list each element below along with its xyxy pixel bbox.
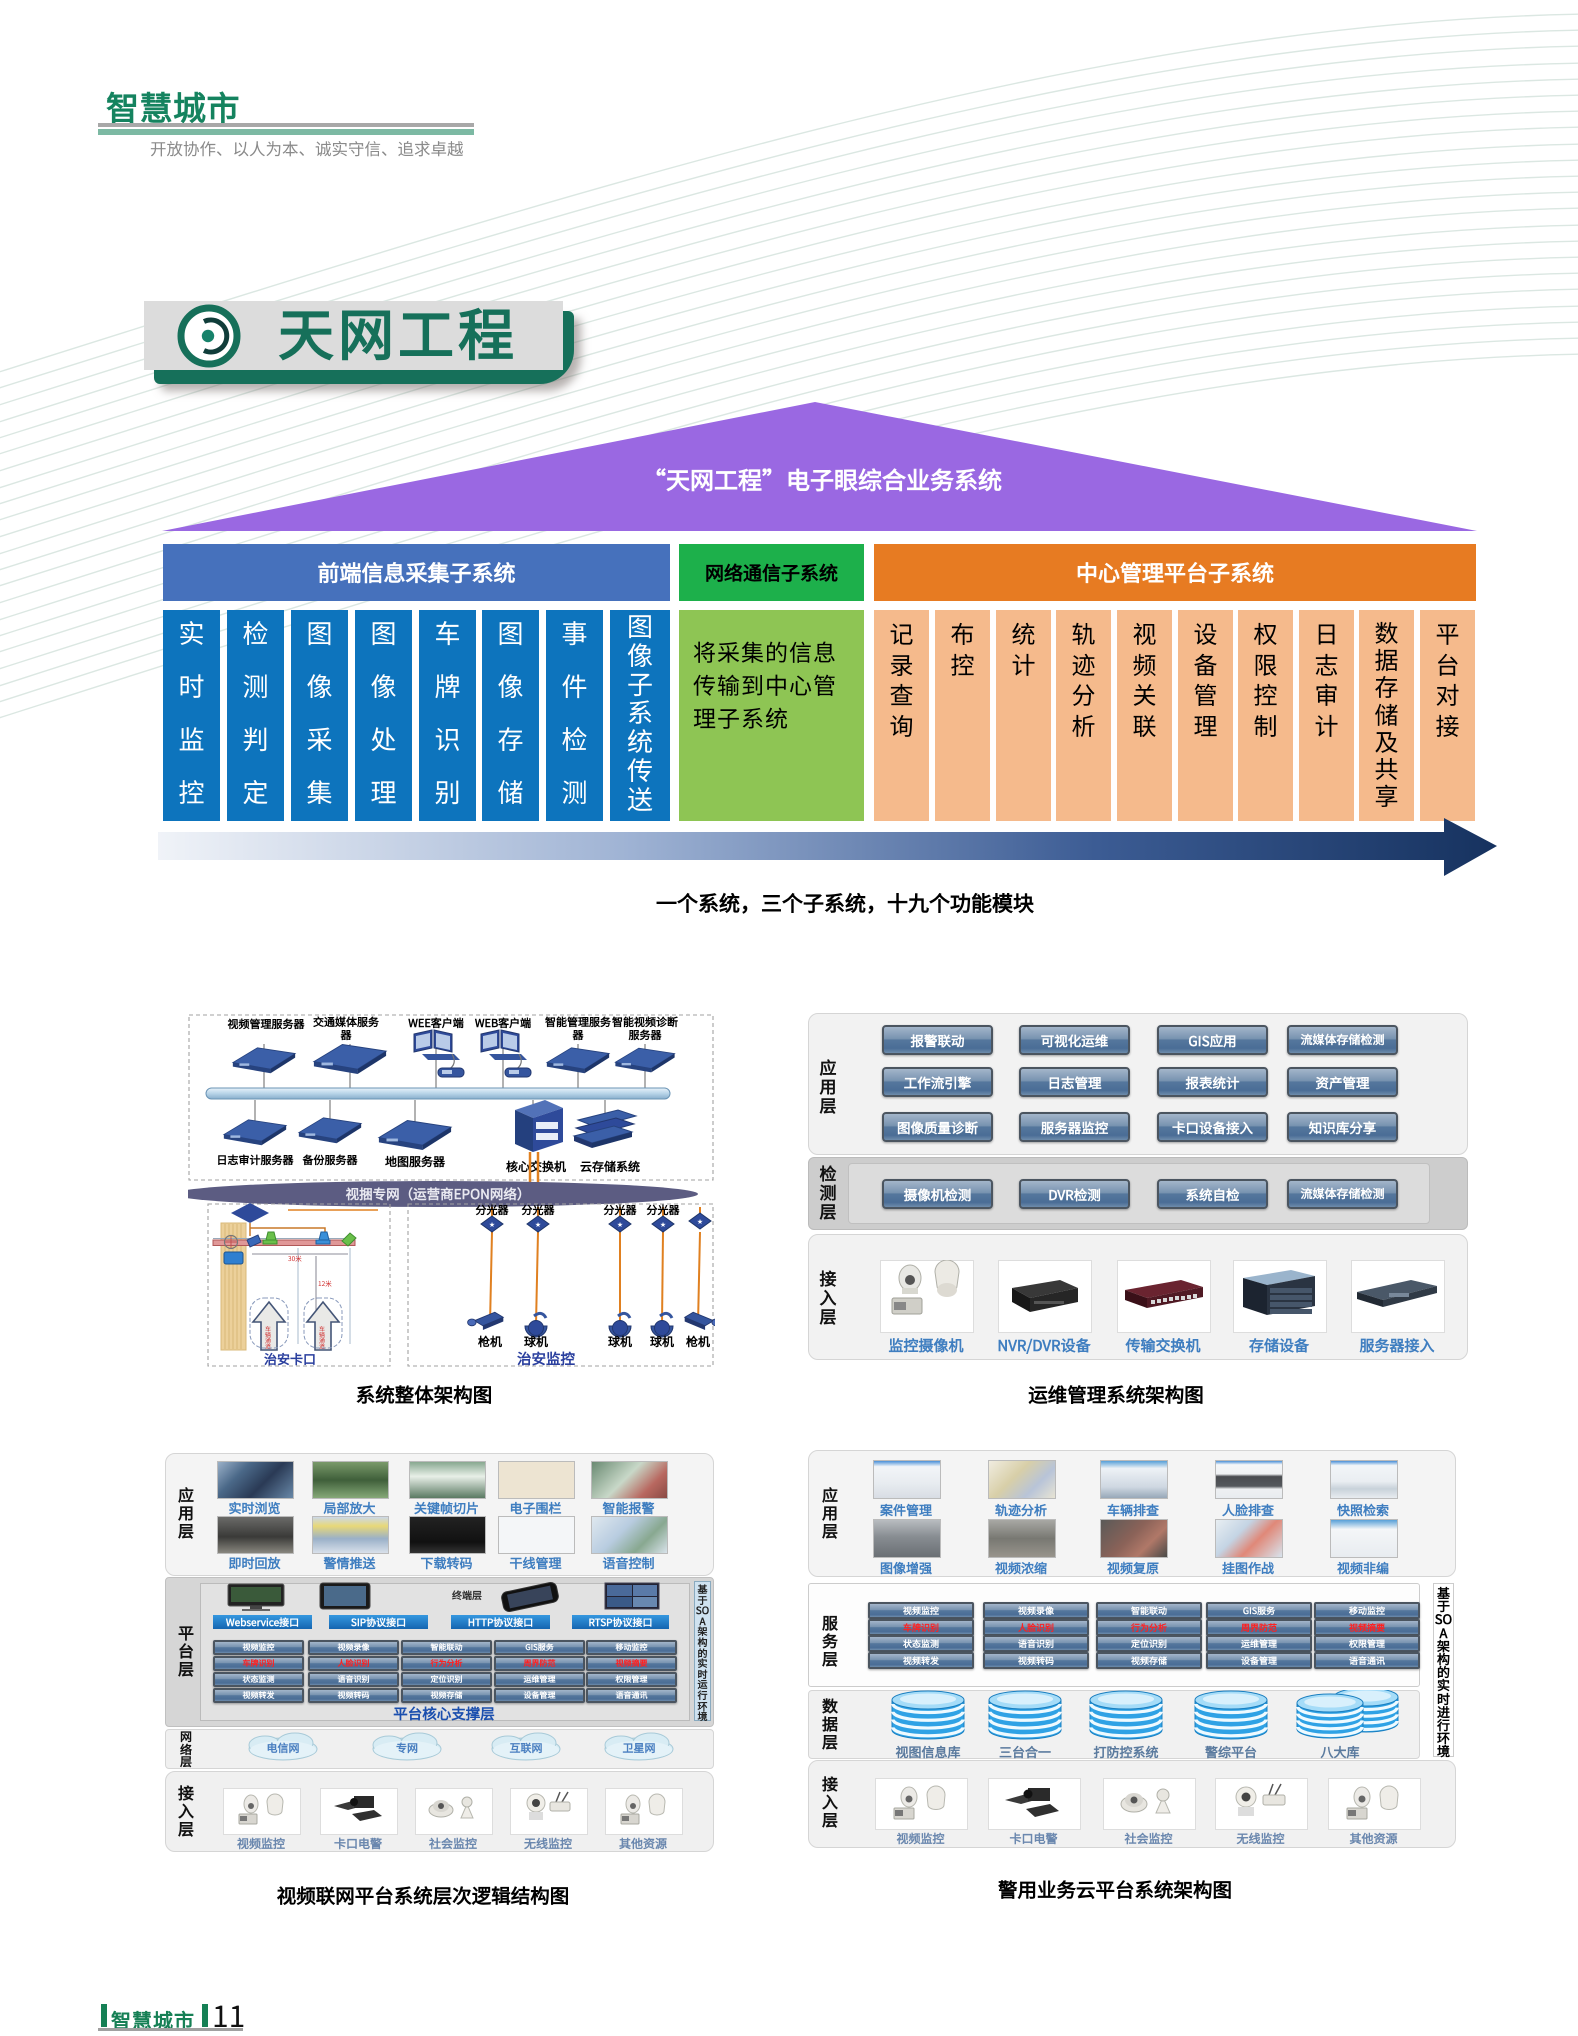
svg-text:终端层: 终端层 — [451, 1587, 482, 1602]
svg-text:专网: 专网 — [396, 1740, 418, 1756]
svg-text:服务器: 服务器 — [629, 1027, 663, 1043]
svg-text:器: 器 — [572, 1027, 585, 1043]
svg-text:分光器: 分光器 — [522, 1202, 556, 1218]
svg-text:WEB客户端: WEB客户端 — [475, 1015, 531, 1031]
svg-text:视捆专网（运营商EPON网络）: 视捆专网（运营商EPON网络） — [346, 1183, 531, 1203]
svg-text:★: ★ — [660, 1220, 666, 1230]
svg-text:分光器: 分光器 — [647, 1202, 681, 1218]
svg-text:云存储系统: 云存储系统 — [580, 1158, 640, 1175]
svg-text:枪机: 枪机 — [478, 1333, 502, 1350]
svg-text:车辆通道: 车辆通道 — [264, 1325, 273, 1350]
svg-text:30米: 30米 — [288, 1253, 302, 1263]
svg-text:球机: 球机 — [608, 1333, 632, 1350]
svg-text:12米: 12米 — [318, 1278, 332, 1288]
svg-text:器: 器 — [340, 1027, 353, 1043]
svg-text:智能视频诊断: 智能视频诊断 — [611, 1014, 678, 1030]
svg-text:车辆通道: 车辆通道 — [318, 1325, 327, 1350]
svg-text:枪机: 枪机 — [686, 1333, 710, 1350]
svg-text:日志审计服务器: 日志审计服务器 — [217, 1152, 295, 1168]
svg-text:★: ★ — [535, 1220, 541, 1230]
svg-text:WEE客户端: WEE客户端 — [408, 1015, 464, 1031]
svg-text:球机: 球机 — [524, 1333, 548, 1350]
svg-text:备份服务器: 备份服务器 — [302, 1152, 359, 1168]
svg-text:电信网: 电信网 — [267, 1740, 300, 1756]
svg-text:治安监控: 治安监控 — [517, 1348, 575, 1369]
svg-text:互联网: 互联网 — [510, 1740, 543, 1756]
svg-text:★: ★ — [697, 1217, 703, 1227]
svg-text:★: ★ — [489, 1220, 495, 1230]
svg-text:卫星网: 卫星网 — [623, 1740, 656, 1756]
svg-text:核心交换机: 核心交换机 — [506, 1158, 566, 1175]
svg-text:地图服务器: 地图服务器 — [385, 1153, 446, 1170]
svg-text:分光器: 分光器 — [604, 1202, 638, 1218]
svg-text:治安卡口: 治安卡口 — [264, 1349, 316, 1368]
svg-text:球机: 球机 — [650, 1333, 674, 1350]
svg-text:智能管理服务: 智能管理服务 — [544, 1014, 612, 1030]
svg-text:★: ★ — [617, 1220, 623, 1230]
svg-text:视频管理服务器: 视频管理服务器 — [228, 1016, 306, 1032]
svg-text:交通媒体服务: 交通媒体服务 — [313, 1014, 380, 1030]
svg-text:分光器: 分光器 — [476, 1202, 510, 1218]
